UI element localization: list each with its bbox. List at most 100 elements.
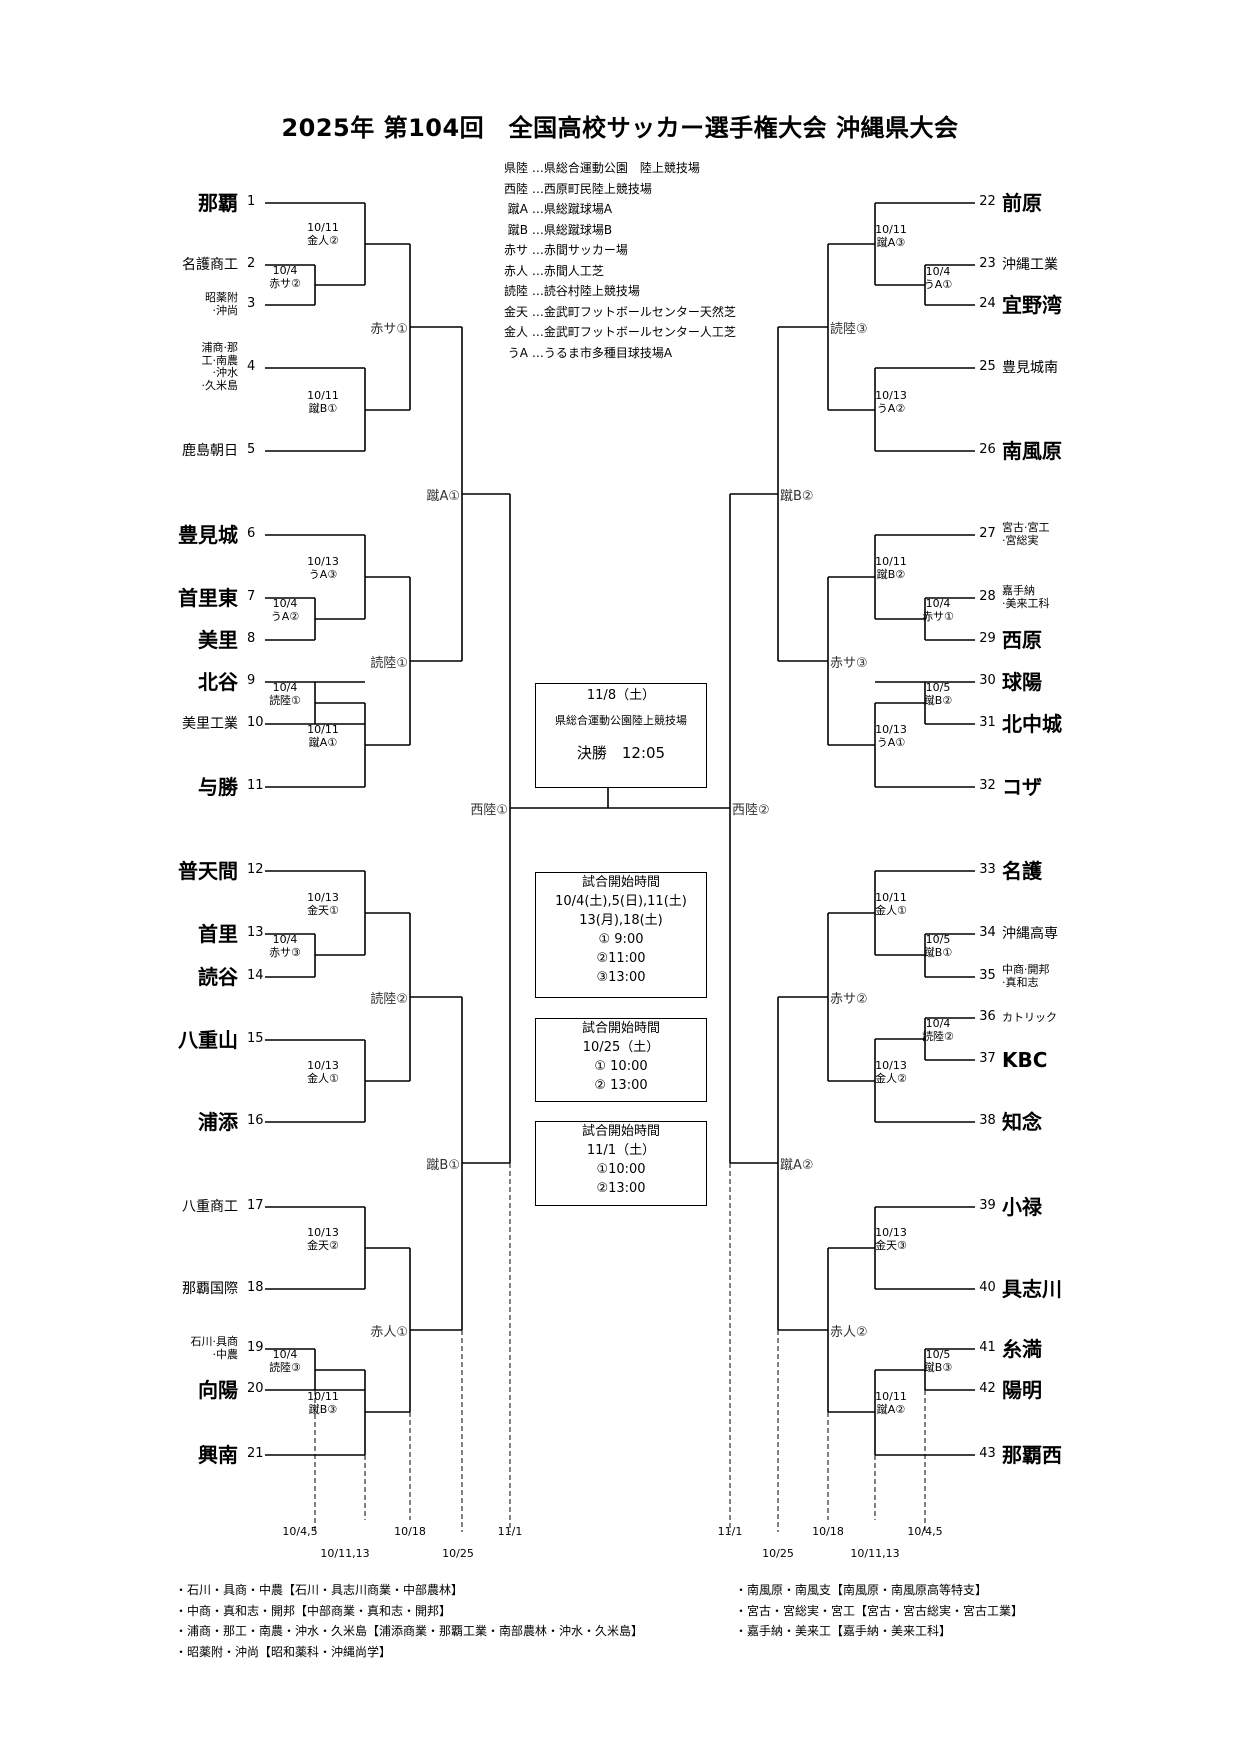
time-box-line: 13(月),18(土) [579,913,663,928]
team-name-left: 那覇 [198,190,238,215]
legend-venue-name: …西原町民陸上競技場 [528,181,652,196]
team-name-right: 南風原 [1002,438,1062,463]
team-name-right: 豊見城南 [1002,360,1058,376]
legend-venue-name: …県総蹴球場B [528,222,613,237]
round-venue-label: 読陸③ [830,322,868,337]
legend-row: 赤人 …赤間人工芝 [470,261,736,282]
legend-row: 赤サ …赤間サッカー場 [470,240,736,261]
legend-abbr: 金人 [503,325,528,339]
note-line: ・南風原・南風支【南風原・南風原高等特支】 [735,1583,988,1597]
seed-number-left: 8 [247,631,256,646]
legend-abbr: 蹴B [507,222,528,237]
seed-number-left: 21 [247,1446,264,1461]
round-date: 10/4,5 [282,1525,318,1538]
team-name-right: 北中城 [1002,711,1062,736]
legend-venue-name: …赤間人工芝 [528,263,604,278]
time-box-line: ① 9:00 [598,932,644,947]
team-name-left: 昭薬附·沖尚 [205,291,238,317]
round-venue-label: 赤サ③ [830,656,868,671]
time-box-line: ②13:00 [596,1181,646,1196]
seed-number-right: 25 [979,359,996,374]
legend-row: 金天 …金武町フットボールセンター天然芝 [470,302,736,323]
time-box-line: ①10:00 [596,1162,646,1177]
round-date: 10/11,13 [850,1547,900,1560]
time-box-line: 11/1（土） [586,1143,656,1158]
team-name-left: 読谷 [198,964,238,989]
team-name-right: 宜野湾 [1002,292,1062,317]
seed-number-right: 26 [979,442,996,457]
round-venue-label: 読陸① [370,656,408,671]
final-match-time: 決勝 12:05 [576,744,666,762]
legend-venue-name: …金武町フットボールセンター天然芝 [528,304,736,319]
team-name-right: 沖縄高専 [1002,926,1058,942]
seed-number-left: 19 [247,1340,264,1355]
round-date: 11/1 [717,1525,743,1538]
venue-legend: 県陸 …県総合運動公園 陸上競技場西陸 …西原町民陸上競技場蹴A …県総蹴球場A… [470,158,736,363]
legend-venue-name: …うるま市多種目球技場A [528,345,673,360]
round-date: 11/1 [497,1525,523,1538]
seed-number-right: 42 [979,1381,996,1396]
seed-number-right: 34 [979,925,996,940]
seed-number-right: 38 [979,1113,996,1128]
team-name-right: KBC [1002,1047,1048,1072]
final-box: 11/8（土） 県総合運動公園陸上競技場 決勝 12:05 [535,683,707,788]
seed-number-right: 30 [979,673,996,688]
round-venue-label: 蹴B① [426,1158,460,1173]
legend-abbr: 読陸 [503,284,528,298]
seed-number-right: 40 [979,1280,996,1295]
note-line: ・嘉手納・美来工【嘉手納・美来工科】 [735,1624,952,1638]
time-box-line: ③13:00 [596,970,646,985]
team-name-left: 北谷 [198,669,238,694]
legend-abbr: 蹴A [507,202,528,216]
round-venue-label: 読陸② [370,992,408,1007]
legend-row: 蹴B …県総蹴球場B [470,220,736,241]
seed-number-right: 39 [979,1198,996,1213]
note-line: ・宮古・宮総実・宮工【宮古・宮古総実・宮古工業】 [735,1603,1024,1618]
seed-number-right: 37 [979,1051,996,1066]
time-box-line: 10/4(土),5(日),11(土) [555,894,687,909]
seed-number-left: 4 [247,359,256,374]
team-name-left: 鹿島朝日 [182,443,238,459]
time-box-2: 試合開始時間 10/25（土） ① 10:00 ② 13:00 [535,1018,707,1102]
seed-number-right: 43 [979,1446,996,1461]
legend-row: 県陸 …県総合運動公園 陸上競技場 [470,158,736,179]
legend-abbr: 赤サ [503,243,528,257]
team-name-right: 前原 [1002,190,1042,215]
note-line: ・石川・具商・中農【石川・具志川商業・中部農林】 [175,1583,464,1597]
seed-number-left: 20 [247,1381,264,1396]
legend-abbr: 西陸 [503,181,528,196]
seed-number-right: 31 [979,715,996,730]
legend-venue-name: …金武町フットボールセンター人工芝 [528,325,736,339]
page-title: 2025年 第104回 全国高校サッカー選手権大会 沖縄県大会 [281,114,959,142]
time-box-title: 試合開始時間 [581,1021,660,1036]
team-name-left: 首里 [198,921,238,946]
team-name-left: 美里工業 [182,716,238,732]
notes-left: ・石川・具商・中農【石川・具志川商業・中部農林】 ・中商・真和志・開邦【中部商業… [175,1580,643,1662]
seed-number-left: 18 [247,1280,264,1295]
team-name-left: 八重商工 [182,1199,238,1215]
legend-venue-name: …県総蹴球場A [528,202,613,216]
seed-number-right: 28 [979,589,996,604]
time-box-line: ② 13:00 [594,1078,648,1093]
seed-number-left: 6 [247,526,256,541]
seed-number-left: 13 [247,925,264,940]
legend-row: 金人 …金武町フットボールセンター人工芝 [470,322,736,343]
round-venue-label: 蹴A② [780,1158,814,1173]
time-box-line: ②11:00 [596,951,646,966]
legend-venue-name: …県総合運動公園 陸上競技場 [528,161,700,175]
team-name-right: 具志川 [1002,1276,1062,1301]
team-name-right: 知念 [1002,1109,1042,1134]
seed-number-right: 23 [979,256,996,271]
